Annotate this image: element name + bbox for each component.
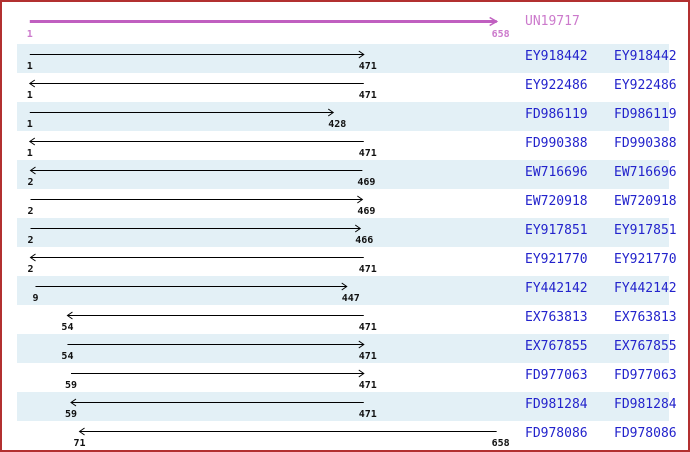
accession-link[interactable]: FD990388 [525,136,588,151]
accession-link[interactable]: FD981284 [525,397,588,412]
alignment-arrow [71,369,365,378]
accession-link[interactable]: EX767855 [525,339,588,354]
alignment-arrow [35,282,348,291]
alignment-end-coordinate: 428 [328,119,347,130]
alignment-arrow [70,398,364,407]
alignment-start-coordinate: 59 [64,409,78,420]
accession-link[interactable]: EY917851 [525,223,588,238]
alignment-start-coordinate: 2 [27,177,34,188]
accession-link-secondary[interactable]: EW720918 [614,194,677,209]
alignment-row: 2 471 EY921770 EY921770 [2,247,688,276]
accession-link[interactable]: FY442142 [525,281,588,296]
accession-link-secondary[interactable]: EY918442 [614,49,677,64]
accession-link[interactable]: EW716696 [525,165,588,180]
alignment-end-coordinate: 469 [357,177,376,188]
alignment-row: 71 658 FD978086 FD978086 [2,421,688,450]
alignment-end-coordinate: 471 [358,61,377,72]
alignment-end-coordinate: 469 [357,206,376,217]
alignment-arrow [67,340,365,349]
alignment-arrow [30,195,364,204]
alignment-arrow [29,166,363,175]
accession-link-secondary[interactable]: EY922486 [614,78,677,93]
alignment-end-coordinate: 466 [355,235,374,246]
accession-link-secondary[interactable]: FD981284 [614,397,677,412]
accession-link[interactable]: EY921770 [525,252,588,267]
reference-end-coordinate: 658 [491,29,510,40]
alignment-end-coordinate: 471 [358,148,377,159]
accession-link[interactable]: FD977063 [525,368,588,383]
accession-link[interactable]: FD986119 [525,107,588,122]
alignment-start-coordinate: 1 [26,119,33,130]
accession-link[interactable]: EY922486 [525,78,588,93]
alignment-arrow [29,50,365,59]
accession-link-secondary[interactable]: FD978086 [614,426,677,441]
alignment-start-coordinate: 54 [61,322,74,333]
alignment-start-coordinate: 1 [26,148,33,159]
alignment-start-coordinate: 1 [26,90,33,101]
alignment-end-coordinate: 447 [341,293,360,304]
alignment-row: 54 471 EX767855 EX767855 [2,334,688,363]
alignment-arrow [28,137,364,146]
alignment-arrow [29,253,364,262]
accession-link-secondary[interactable]: EW716696 [614,165,677,180]
accession-link-secondary[interactable]: EY917851 [614,223,677,238]
alignment-start-coordinate: 1 [26,61,33,72]
alignment-row: 59 471 FD977063 FD977063 [2,363,688,392]
alignment-row: 1 471 FD990388 FD990388 [2,131,688,160]
alignment-row: 1 428 FD986119 FD986119 [2,102,688,131]
reference-name: UN19717 [525,14,580,29]
alignment-start-coordinate: 59 [64,380,78,391]
alignment-row: 9 447 FY442142 FY442142 [2,276,688,305]
alignment-arrow [28,79,364,88]
alignment-row: 2 466 EY917851 EY917851 [2,218,688,247]
alignment-start-coordinate: 54 [61,351,74,362]
alignment-row: 59 471 FD981284 FD981284 [2,392,688,421]
accession-link-secondary[interactable]: FD990388 [614,136,677,151]
accession-link[interactable]: EX763813 [525,310,588,325]
alignment-start-coordinate: 9 [32,293,39,304]
alignment-arrow [29,108,335,117]
alignment-start-coordinate: 2 [27,264,34,275]
accession-link-secondary[interactable]: FD986119 [614,107,677,122]
alignment-arrow [78,427,497,436]
reference-start-coordinate: 1 [26,29,33,40]
alignment-arrow [30,224,362,233]
alignment-start-coordinate: 2 [27,235,34,246]
accession-link-secondary[interactable]: EY921770 [614,252,677,267]
reference-arrow [29,16,499,27]
alignment-end-coordinate: 471 [358,380,377,391]
alignment-row: 2 469 EW716696 EW716696 [2,160,688,189]
accession-link[interactable]: EW720918 [525,194,588,209]
alignment-end-coordinate: 471 [358,409,377,420]
alignment-end-coordinate: 471 [358,322,377,333]
accession-link[interactable]: FD978086 [525,426,588,441]
reference-track: UN19717 1 658 [2,2,688,44]
accession-link-secondary[interactable]: FD977063 [614,368,677,383]
alignment-arrow [66,311,364,320]
alignment-end-coordinate: 471 [358,351,377,362]
alignment-row: 54 471 EX763813 EX763813 [2,305,688,334]
alignment-row: 1 471 EY918442 EY918442 [2,44,688,73]
alignment-row: 1 471 EY922486 EY922486 [2,73,688,102]
alignment-row: 2 469 EW720918 EW720918 [2,189,688,218]
alignment-end-coordinate: 658 [491,438,510,449]
alignment-start-coordinate: 71 [73,438,86,449]
alignment-start-coordinate: 2 [27,206,34,217]
accession-link-secondary[interactable]: EX767855 [614,339,677,354]
alignment-end-coordinate: 471 [358,90,377,101]
accession-link[interactable]: EY918442 [525,49,588,64]
accession-link-secondary[interactable]: EX763813 [614,310,677,325]
alignment-end-coordinate: 471 [358,264,377,275]
accession-link-secondary[interactable]: FY442142 [614,281,677,296]
